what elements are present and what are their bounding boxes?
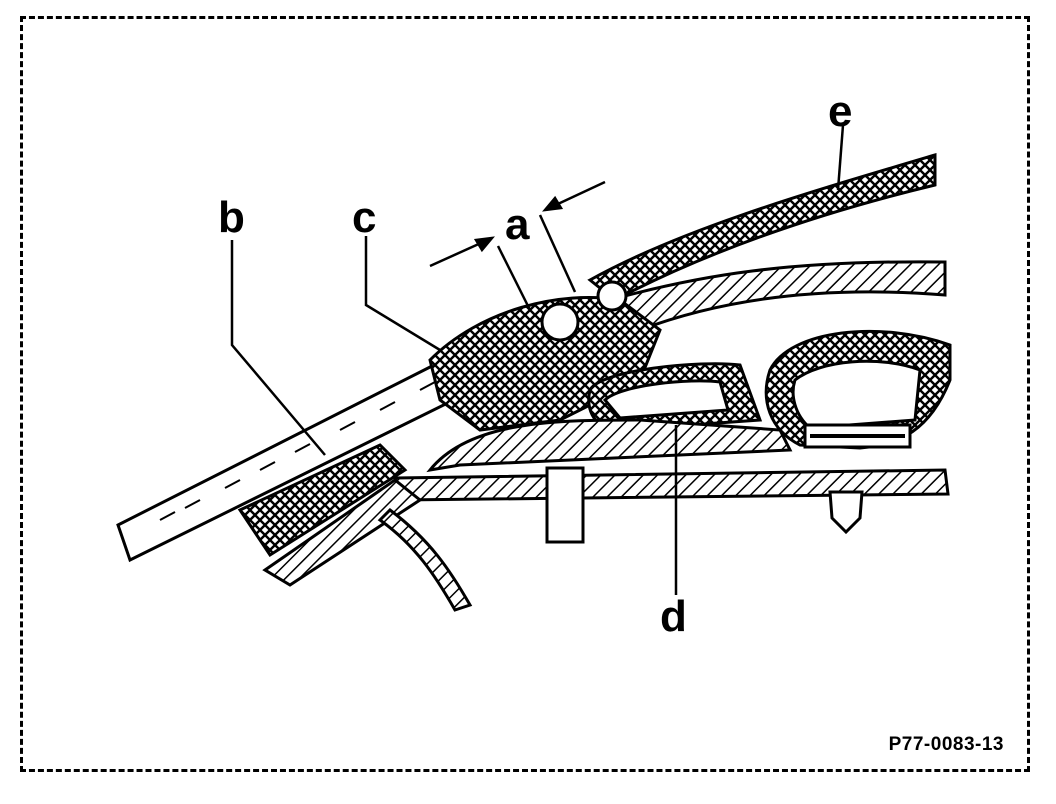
label-d: d [660, 592, 687, 641]
upper-frame [607, 260, 947, 332]
label-b: b [218, 193, 245, 242]
mounting-post [545, 466, 585, 544]
bolt-tip [828, 490, 864, 535]
upper-cover [587, 152, 937, 302]
lower-strip [377, 508, 473, 612]
right-inner [791, 359, 922, 430]
leader-b [230, 240, 326, 456]
label-e: e [828, 87, 853, 136]
label-a: a [505, 200, 530, 249]
leader-e [836, 124, 845, 191]
channel-slot [602, 379, 730, 420]
diagram-frame [20, 16, 1030, 772]
label-c: c [352, 193, 377, 242]
figure-code: P77-0083-13 [888, 734, 1004, 755]
leader-a2 [538, 214, 577, 293]
bracket [426, 418, 793, 473]
clamp-roll-1 [540, 302, 580, 342]
leader-c [364, 236, 441, 352]
clamp-roll-2 [596, 280, 628, 312]
floor-panel [393, 468, 950, 502]
leader-a1 [496, 245, 532, 311]
lower-cushion [237, 443, 408, 558]
lower-flap [262, 478, 423, 587]
